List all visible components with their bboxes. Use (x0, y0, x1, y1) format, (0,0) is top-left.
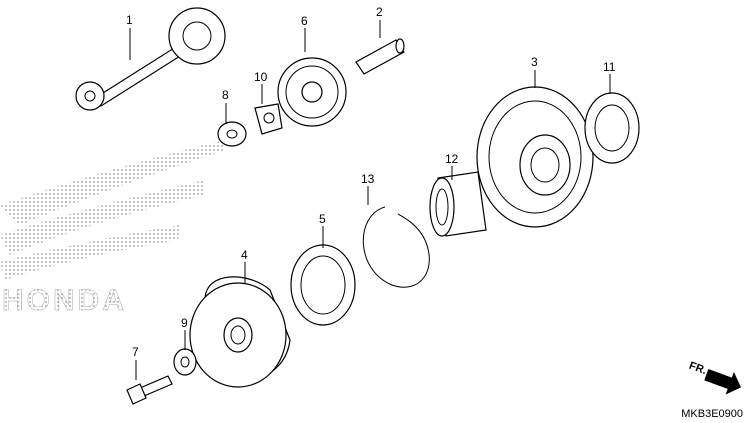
part-1-shaft (75, 7, 226, 111)
callout-11: 11 (603, 60, 616, 74)
callout-8: 8 (222, 88, 229, 102)
part-6-gear (277, 57, 347, 127)
part-12-needle-bearing (429, 171, 487, 237)
callout-9: 9 (181, 316, 188, 330)
part-9-washer (173, 348, 197, 376)
part-10-plate (254, 103, 283, 135)
callout-10: 10 (254, 70, 268, 84)
callout-6: 6 (301, 14, 308, 28)
front-direction-arrow: FR. (687, 360, 742, 395)
part-4-clutch-housing (189, 276, 291, 388)
part-3-sprocket (476, 86, 594, 228)
callout-3: 3 (531, 55, 538, 69)
callout-4: 4 (241, 248, 248, 262)
callout-labels: 1 2 3 4 5 6 7 8 9 10 11 12 13 (126, 5, 616, 359)
callout-5: 5 (319, 212, 326, 226)
honda-wing-logo: HONDA (0, 140, 225, 317)
leader-lines (129, 20, 611, 380)
part-13-snap-ring (362, 206, 430, 288)
watermark-text: HONDA (2, 284, 127, 317)
part-11-ring-plate (584, 92, 640, 164)
diagram-code: MKB3E0900 (681, 408, 743, 420)
callout-7: 7 (132, 345, 139, 359)
part-8-washer (217, 121, 247, 147)
callout-13: 13 (361, 172, 375, 186)
part-5-one-way-clutch (290, 244, 356, 326)
direction-arrow-label: FR. (687, 360, 708, 377)
part-2-pin (355, 38, 405, 75)
callout-12: 12 (445, 152, 459, 166)
callout-2: 2 (376, 5, 383, 19)
part-7-bolt (126, 375, 173, 405)
callout-1: 1 (126, 13, 133, 27)
